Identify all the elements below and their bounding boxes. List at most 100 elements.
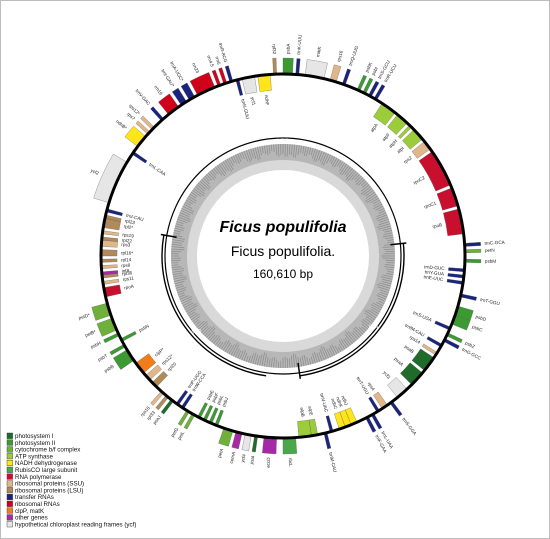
gene-label: infA [121,268,130,274]
gc-tick [361,326,367,332]
gc-tick [175,225,185,229]
gene-label: atpF [381,132,391,142]
gc-tick [331,157,338,167]
gc-tick [270,357,273,368]
species-title: Ficus populifolia. [231,243,335,259]
gene-label: rpl36 [122,270,133,276]
legend-swatch [6,507,13,514]
gc-tick [181,298,193,305]
gc-tick [291,144,293,155]
gc-tick [387,239,394,241]
gc-tick [326,154,332,164]
gc-tick [197,321,208,330]
gc-tick [196,184,205,192]
gc-tick [310,356,314,364]
gc-tick [344,166,352,175]
gc-tick [295,144,298,158]
gc-tick [384,230,393,233]
gc-tick [355,175,362,183]
gc-tick [184,303,197,311]
gc-tick [214,166,223,176]
gc-tick [209,170,217,179]
legend-label: transfer RNAs [15,494,54,501]
gene-ycf3 [387,377,408,398]
gene-label: rps16 [336,50,344,63]
gene-label: rps19 [122,232,134,239]
gc-tick [292,144,296,158]
gene-ycf4 [241,433,252,452]
gc-tick [179,295,189,300]
gc-tick [232,155,238,164]
gene-label: rps14 [409,335,422,346]
gc-tick [365,318,373,325]
gc-tick [360,186,372,195]
gc-tick [228,344,235,355]
legend-swatch [6,453,13,460]
gc-tick [338,343,344,351]
gene-label: atpB [299,407,305,417]
gene-rps11 [102,278,120,285]
gene-label: rps2 [403,155,413,165]
gc-tick [175,223,184,227]
gc-tick [344,334,353,345]
gc-tick [306,146,309,157]
gc-tick [197,182,207,191]
gc-tick [355,326,364,335]
region-ssc: SSC [275,369,288,375]
gc-tick [250,148,254,159]
gene-label: rps4 [367,381,376,392]
gene-label: trnV-UAC [319,393,329,414]
gc-tick [313,149,318,162]
gc-tick [329,155,334,163]
gene-label: ndhJ [340,395,348,406]
gc-tick [202,177,210,185]
gc-tick [384,248,395,251]
gc-tick [172,274,184,278]
gc-tick [353,327,362,337]
gene-label: matK [315,45,322,57]
gc-tick [312,148,316,159]
gc-tick [376,295,387,300]
gene-trnd-guc [448,267,465,273]
gc-tick [378,300,385,305]
gene-label: trnI-CAU [126,213,145,222]
gene-label: accD [265,457,271,468]
gc-tick [241,151,245,160]
gene-label: cemA [229,450,237,464]
gc-tick [259,146,262,156]
gene-label: psbM [485,259,497,264]
gc-tick [347,331,357,342]
gc-tick [268,358,271,368]
gc-tick [176,287,187,291]
gc-tick [331,344,338,355]
gc-tick [194,186,205,195]
gene-label: rpl33 [146,410,157,421]
gc-tick [220,162,227,172]
gc-tick [382,227,392,231]
legend-label: cytochrome b/f complex [15,447,81,454]
gene-ndhf [257,74,272,92]
gc-tick [254,147,259,161]
gene-label: rbcL [288,458,293,468]
gene-rps19 [102,230,119,236]
gc-tick [379,218,389,223]
gene-rpl16 [100,249,118,257]
region-irb: IRB [191,329,201,335]
gc-tick [338,162,346,172]
gc-tick [239,152,243,160]
gc-tick [386,273,394,276]
gene-label: rpl20 [166,361,177,372]
gc-tick [181,207,194,214]
gc-tick [379,289,389,294]
gc-tick [386,241,395,244]
gc-tick [306,356,309,366]
gc-tick [228,157,234,167]
gc-tick [351,331,359,340]
gene-label: rrn4.5 [206,55,215,68]
gc-tick [345,331,355,343]
gc-tick [297,145,300,156]
gc-tick [268,144,271,154]
gc-tick [385,268,395,271]
gene-label: psbB [103,364,115,374]
